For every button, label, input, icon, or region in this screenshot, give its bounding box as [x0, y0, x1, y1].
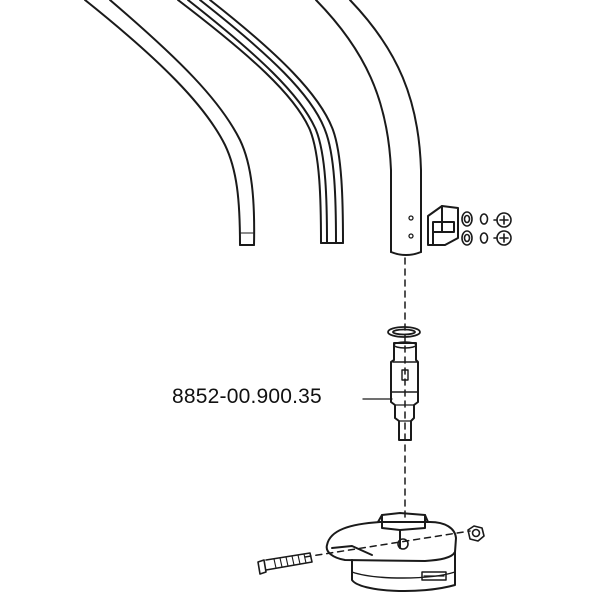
- o-ring: [387, 326, 421, 338]
- washer-set: [461, 211, 489, 246]
- assembly-axis-horizontal: [304, 530, 471, 558]
- base-hub-assembly: [325, 512, 457, 592]
- mounting-clamp-bracket: [427, 205, 459, 246]
- hex-nut: [467, 525, 485, 542]
- part-number-label: 8852-00.900.35: [172, 385, 322, 408]
- pivot-pin-assembly: [390, 341, 419, 441]
- screw-set: [493, 212, 512, 246]
- triple-rail-center: [177, 0, 344, 244]
- outer-tube-left: [84, 0, 256, 246]
- long-bolt: [257, 552, 313, 575]
- main-tube-right: [315, 0, 422, 256]
